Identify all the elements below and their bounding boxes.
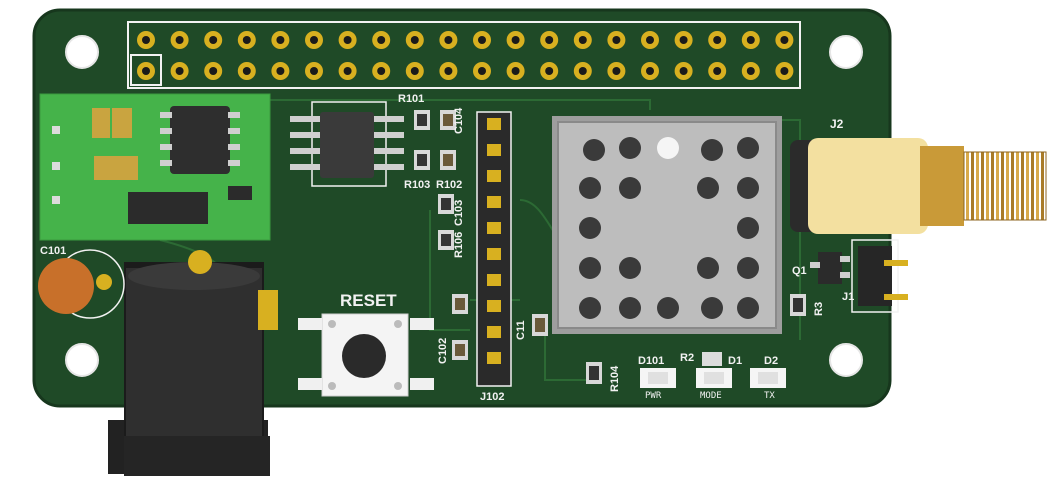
- shield-via: [583, 139, 605, 161]
- shield-via: [697, 257, 719, 279]
- smd-passives: [414, 110, 806, 384]
- label-pwr: PWR: [645, 391, 662, 401]
- j102-pin: [487, 300, 501, 312]
- shield-via: [579, 177, 601, 199]
- shield-via: [579, 217, 601, 239]
- shield-via: [701, 297, 723, 319]
- dc-barrel-jack: [108, 250, 278, 476]
- label-c103: C103: [453, 200, 465, 226]
- label-tx: TX: [764, 391, 775, 401]
- j102-pin: [487, 222, 501, 234]
- j102-pin: [487, 352, 501, 364]
- soic8-chip: [290, 101, 404, 187]
- j2-label: J2: [830, 117, 844, 131]
- sma-connector: J2: [790, 117, 1047, 234]
- shield-via: [657, 137, 679, 159]
- q1-transistor: [810, 252, 850, 284]
- rf-module-shield: [552, 116, 782, 334]
- shield-via: [579, 257, 601, 279]
- reset-button: [298, 313, 434, 397]
- silkscreen-labels: R101 C104 R103 R102 C103 R106 C101 RESET…: [40, 93, 854, 403]
- gpio-header: [127, 21, 801, 89]
- label-r3: R3: [813, 302, 825, 316]
- j102-header: [476, 111, 512, 387]
- j102-pin: [487, 248, 501, 260]
- label-j1: J1: [842, 291, 854, 303]
- label-r103: R103: [404, 179, 430, 191]
- label-reset: RESET: [340, 291, 397, 310]
- label-q1: Q1: [792, 265, 807, 277]
- shield-via: [619, 257, 641, 279]
- label-c101: C101: [40, 245, 66, 257]
- shield-via: [737, 297, 759, 319]
- j102-pin: [487, 274, 501, 286]
- shield-via: [619, 177, 641, 199]
- shield-via: [737, 177, 759, 199]
- j1-connector: [851, 239, 908, 313]
- shield-via: [737, 137, 759, 159]
- label-r104: R104: [609, 365, 621, 392]
- label-j102: J102: [480, 391, 504, 403]
- label-c102: C102: [437, 338, 449, 364]
- label-r106: R106: [453, 232, 465, 258]
- j102-pin: [487, 144, 501, 156]
- label-r102: R102: [436, 179, 462, 191]
- label-d101: D101: [638, 355, 664, 367]
- shield-via: [737, 257, 759, 279]
- mounting-holes: [65, 35, 863, 377]
- shield-via: [619, 297, 641, 319]
- j102-pin: [487, 326, 501, 338]
- led-indicators: [640, 352, 786, 388]
- label-c104: C104: [453, 107, 465, 134]
- shield-via: [579, 297, 601, 319]
- label-r2: R2: [680, 352, 694, 364]
- label-r101: R101: [398, 93, 424, 105]
- j102-pin: [487, 170, 501, 182]
- j102-pin: [487, 196, 501, 208]
- shield-via: [737, 217, 759, 239]
- shield-via: [697, 177, 719, 199]
- label-c11: C11: [515, 320, 527, 340]
- j102-pin: [487, 118, 501, 130]
- shield-via: [657, 297, 679, 319]
- label-mode: MODE: [700, 391, 722, 401]
- dcdc-module: [39, 93, 271, 241]
- label-d1: D1: [728, 355, 742, 367]
- shield-via: [619, 137, 641, 159]
- capacitor-c101: [38, 249, 125, 319]
- label-d2: D2: [764, 355, 778, 367]
- shield-via: [701, 139, 723, 161]
